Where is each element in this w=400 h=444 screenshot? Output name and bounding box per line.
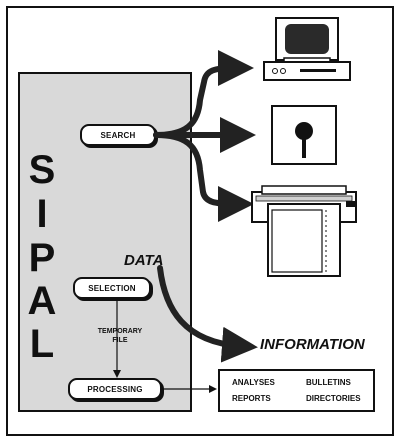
selection-box: SELECTION — [73, 277, 151, 299]
sipal-letter-l: L — [29, 322, 55, 366]
temporary-file-label: TEMPORARY FILE — [90, 327, 150, 345]
arrow-to-printer — [153, 132, 254, 222]
printer-icon — [251, 185, 357, 277]
output-reports: REPORTS — [232, 394, 271, 403]
temporary-label: TEMPORARY — [97, 328, 143, 335]
data-label: DATA — [124, 252, 164, 269]
outputs-box: ANALYSES BULLETINS REPORTS DIRECTORIES — [218, 369, 375, 412]
search-branch-arrows — [153, 50, 256, 222]
sipal-letter-p: P — [28, 236, 56, 280]
computer-terminal-icon — [263, 17, 351, 81]
sipal-letter-s: S — [28, 148, 56, 192]
information-label: INFORMATION — [260, 336, 365, 353]
arrow-data-to-information — [157, 265, 258, 363]
output-bulletins: BULLETINS — [306, 378, 351, 387]
processing-box: PROCESSING — [68, 378, 162, 400]
floppy-disk-icon — [271, 105, 337, 165]
sipal-letter-i: I — [36, 192, 48, 236]
arrow-to-terminal — [153, 50, 254, 138]
file-label: FILE — [112, 337, 128, 344]
output-directories: DIRECTORIES — [306, 394, 361, 403]
sipal-letter-a: A — [27, 279, 57, 323]
output-analyses: ANALYSES — [232, 378, 275, 387]
